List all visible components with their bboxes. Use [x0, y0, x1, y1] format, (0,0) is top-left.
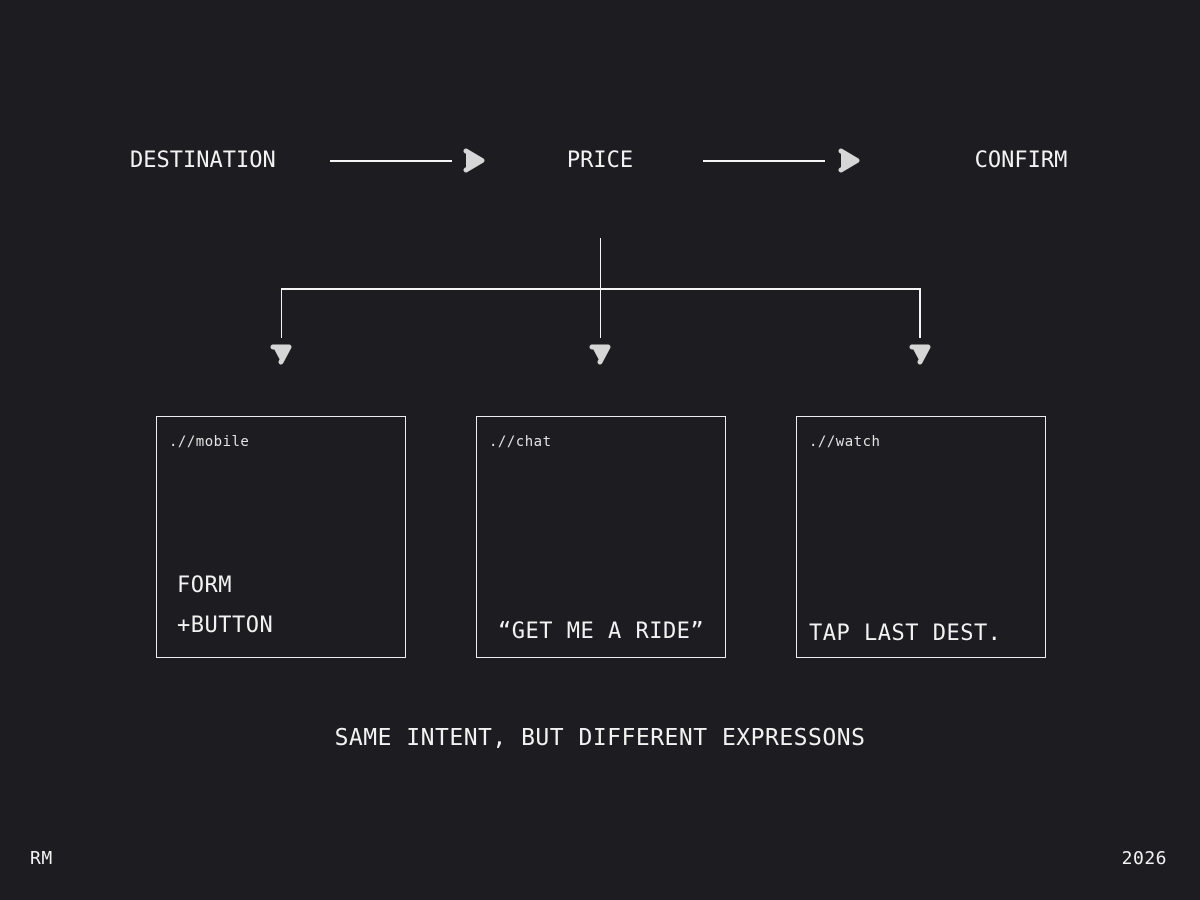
panel-line: FORM [177, 573, 232, 598]
panel-mobile: .//mobile FORM +BUTTON [156, 416, 406, 658]
footer-year: 2026 [1121, 848, 1167, 869]
flow-step-confirm: CONFIRM [974, 148, 1068, 173]
arrow-right-icon [837, 147, 861, 174]
arrow-down-icon [269, 343, 293, 366]
panel-chat: .//chat “GET ME A RIDE” [476, 416, 726, 658]
panel-watch: .//watch TAP LAST DEST. [796, 416, 1046, 658]
arrow-right-icon [462, 147, 486, 174]
arrow-down-icon [588, 343, 612, 366]
panel-tag: .//chat [489, 434, 552, 450]
panel-line: “GET ME A RIDE” [498, 619, 705, 644]
arrow-down-icon [908, 343, 932, 366]
panel-tag: .//watch [809, 434, 881, 450]
flow-connector-line-2 [703, 160, 825, 162]
flow-step-price: PRICE [566, 148, 634, 173]
branch-drop-line-right [919, 288, 921, 338]
panel-tag: .//mobile [169, 434, 250, 450]
panel-line: +BUTTON [177, 613, 274, 638]
caption: SAME INTENT, BUT DIFFERENT EXPRESSONS [334, 725, 866, 751]
flow-step-destination: DESTINATION [130, 148, 276, 173]
footer-initials: RM [30, 848, 53, 869]
branch-cross-line [280, 288, 921, 290]
flow-connector-line-1 [330, 160, 452, 162]
branch-drop-line-left [280, 288, 282, 338]
panel-line: TAP LAST DEST. [809, 621, 1002, 646]
